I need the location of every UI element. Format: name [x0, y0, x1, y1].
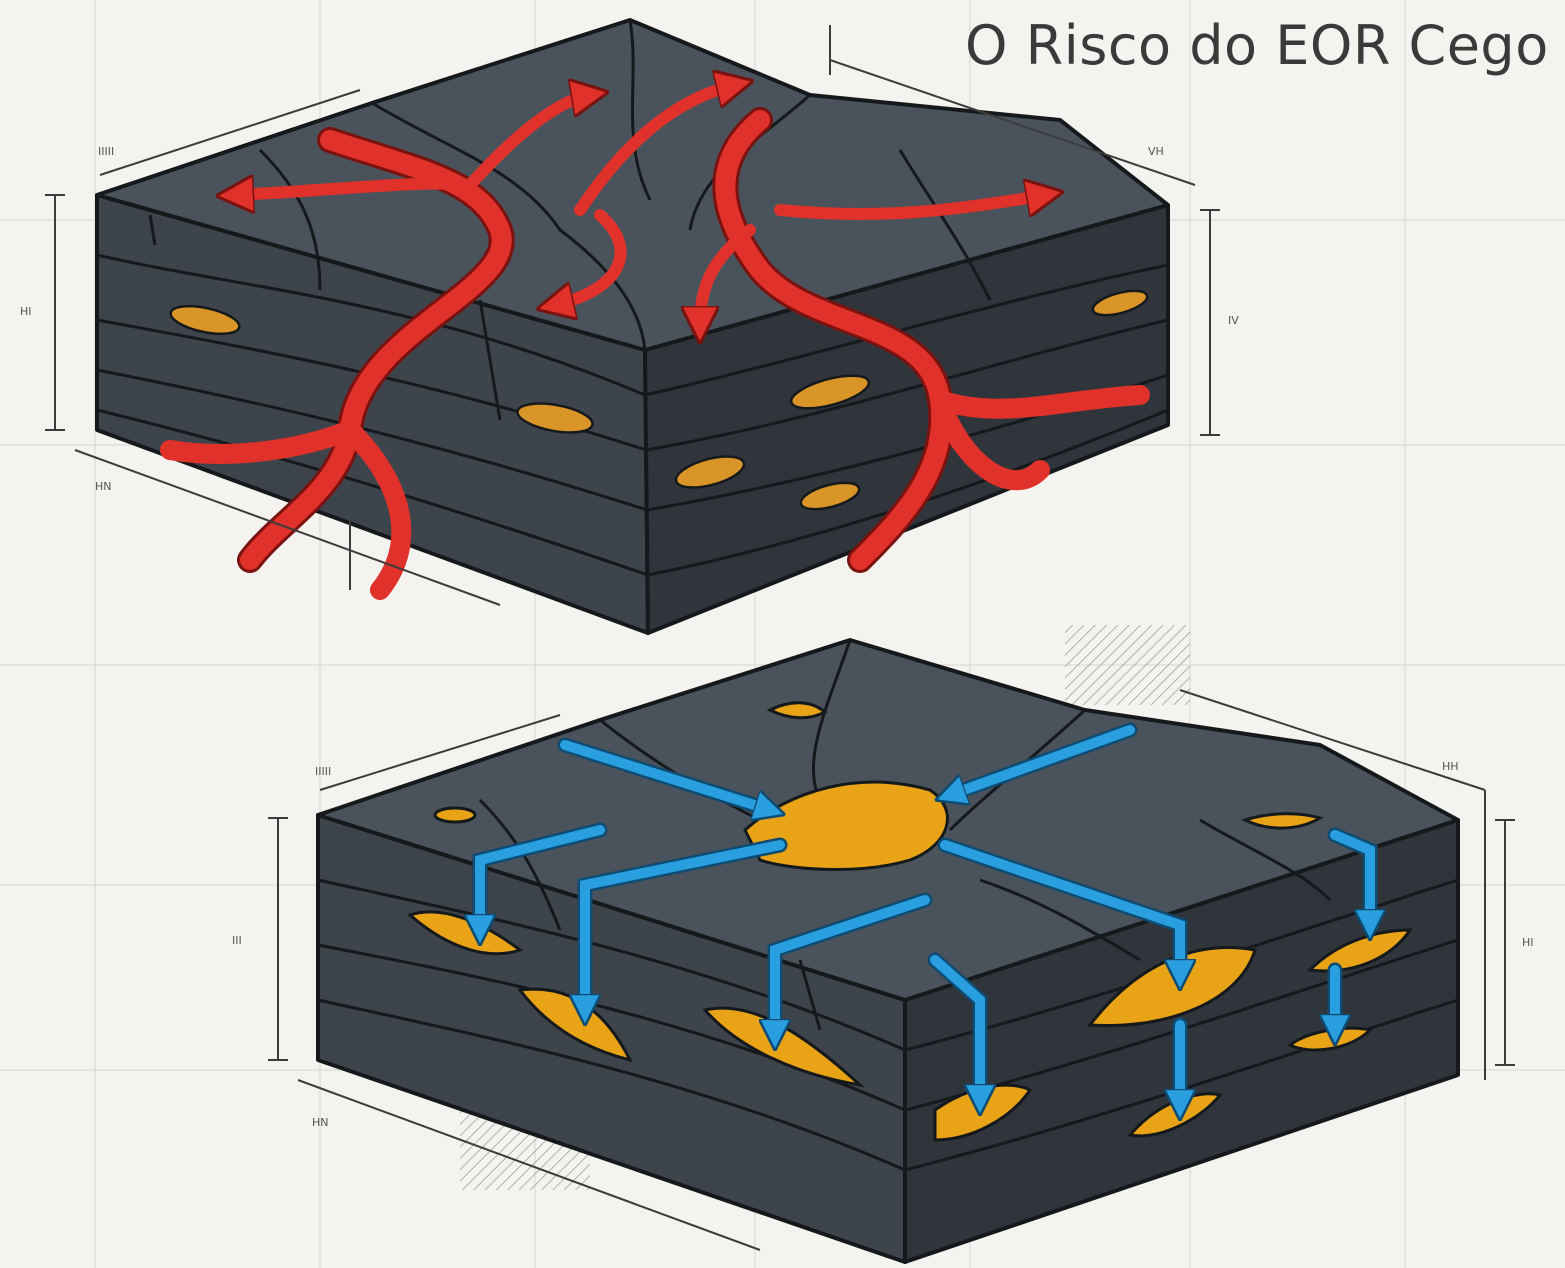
- blue-arrow: [950, 725, 1135, 795]
- blue-arrow: [1330, 830, 1370, 925]
- oil-pocket-icon: [169, 289, 1149, 511]
- upper-block-top-face: [95, 18, 1170, 352]
- upper-top-dimension-label: VH: [1148, 145, 1164, 158]
- oil-pocket-icon: [743, 780, 949, 871]
- upper-left-dimension-label: HI: [20, 305, 32, 318]
- red-arrow: [574, 85, 735, 216]
- red-arrow: [235, 184, 476, 195]
- upper-right-dimension-label: IV: [1228, 314, 1239, 327]
- red-arrow: [555, 209, 627, 305]
- lower-bottom-dimension-label: HN: [312, 1116, 329, 1129]
- outward-red-flow-arrows: [160, 85, 1150, 600]
- blue-arrow: [480, 825, 605, 930]
- lower-left-dimension-label: III: [232, 934, 242, 947]
- upper-top-left-dimension-label: IIIII: [98, 145, 114, 158]
- red-arrow: [700, 224, 756, 325]
- lower-rock-block: [316, 625, 1460, 1264]
- blue-arrow: [940, 840, 1180, 975]
- lower-top-left-dimension-label: IIIII: [315, 765, 331, 778]
- blue-arrow: [930, 955, 980, 1100]
- upper-bottom-dimension-label: HN: [95, 480, 112, 493]
- lower-right-dimension-label: HI: [1522, 936, 1534, 949]
- blue-arrow: [585, 840, 785, 1010]
- upper-dimension-lines: [45, 25, 1220, 606]
- lower-dimension-lines: [268, 689, 1515, 1251]
- red-channel-right: [715, 110, 952, 570]
- inward-blue-flow-arrows: [480, 722, 1370, 1105]
- red-arrow: [464, 95, 590, 191]
- red-arrow: [774, 195, 1045, 221]
- upper-rock-block: [95, 18, 1170, 635]
- blue-arrow: [775, 895, 930, 1035]
- page-title: O Risco do EOR Cego: [965, 14, 1549, 77]
- blue-arrow: [560, 740, 770, 810]
- lower-top-dimension-label: HH: [1442, 760, 1459, 773]
